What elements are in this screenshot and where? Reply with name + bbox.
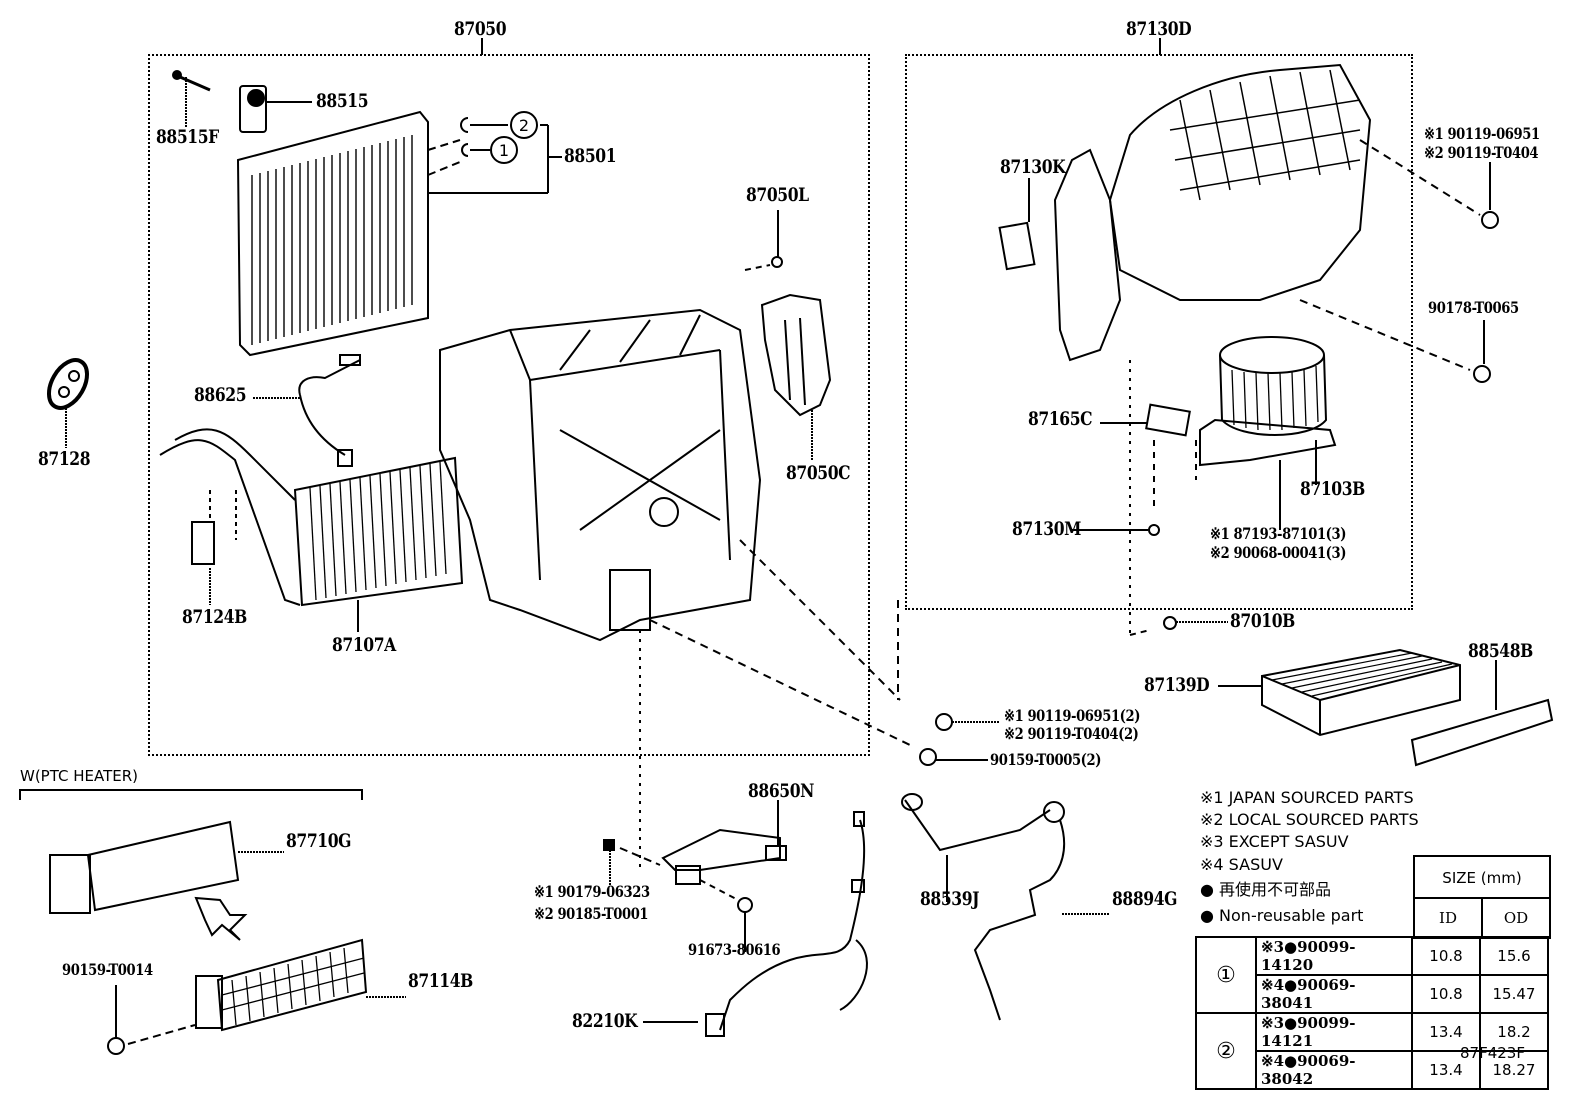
table-row: ① ※3●90099-14120 10.8 15.6 bbox=[1195, 936, 1549, 1014]
heater-core-drawing bbox=[159, 428, 464, 632]
callout-top-right-screw-1[interactable]: ※1 90119-06951 bbox=[1424, 124, 1540, 143]
part-label-87103B[interactable]: 87103B bbox=[1300, 478, 1365, 500]
part-label-88894G[interactable]: 88894G bbox=[1112, 888, 1178, 910]
part-label-88515F[interactable]: 88515F bbox=[156, 126, 219, 148]
ptc-heater-drawing bbox=[49, 820, 406, 1055]
legend-note-5: ● 再使用不可部品 bbox=[1200, 880, 1332, 899]
water-hose-drawing bbox=[901, 793, 1110, 1021]
size-table-header: SIZE (mm) ID OD bbox=[1413, 855, 1551, 939]
part-label-88539J[interactable]: 88539J bbox=[920, 888, 980, 910]
blower-motor-drawing bbox=[1199, 336, 1337, 530]
part-cell[interactable]: ※3●90099-14121 bbox=[1255, 1012, 1413, 1052]
part-label-88515[interactable]: 88515 bbox=[316, 90, 369, 112]
group-label-ptc-heater: W(PTC HEATER) bbox=[20, 767, 139, 785]
part-label-88625[interactable]: 88625 bbox=[194, 384, 247, 406]
part-label-87130K[interactable]: 87130K bbox=[1000, 156, 1066, 178]
legend-note-2: ※2 LOCAL SOURCED PARTS bbox=[1200, 810, 1419, 829]
size-col-od: OD bbox=[1503, 909, 1529, 927]
part-cell[interactable]: ※4●90069-38042 bbox=[1255, 1050, 1413, 1090]
callout-clip-2[interactable]: ※2 90185-T0001 bbox=[534, 904, 649, 923]
table-row: ② ※3●90099-14121 13.4 18.2 bbox=[1195, 1012, 1549, 1090]
group-label-main-unit[interactable]: 87050 bbox=[454, 18, 507, 40]
part-label-87124B[interactable]: 87124B bbox=[182, 606, 247, 628]
part-cell[interactable]: ※3●90099-14120 bbox=[1255, 936, 1413, 976]
callout-case-screw-2[interactable]: ※2 90119-T0404(2) bbox=[1004, 724, 1139, 743]
expansion-valve-drawing bbox=[172, 70, 312, 133]
od-cell: 15.6 bbox=[1479, 936, 1549, 976]
part-label-88501[interactable]: 88501 bbox=[564, 145, 617, 167]
callout-blower-screw-2[interactable]: ※2 90068-00041(3) bbox=[1210, 543, 1347, 562]
id-cell: 10.8 bbox=[1411, 974, 1481, 1014]
main-unit-group-box bbox=[148, 54, 870, 756]
part-label-87050L[interactable]: 87050L bbox=[746, 184, 809, 206]
part-label-87107A[interactable]: 87107A bbox=[332, 634, 396, 656]
legend-note-3: ※3 EXCEPT SASUV bbox=[1200, 832, 1349, 851]
callout-clip-1[interactable]: ※1 90179-06323 bbox=[534, 882, 650, 901]
ac-amplifier-drawing bbox=[603, 800, 787, 952]
legend-note-1: ※1 JAPAN SOURCED PARTS bbox=[1200, 788, 1414, 807]
legend-note-4: ※4 SASUV bbox=[1200, 855, 1283, 874]
od-cell: 18.27 bbox=[1479, 1050, 1549, 1090]
size-col-id: ID bbox=[1439, 909, 1457, 927]
blower-resistor-drawing bbox=[1070, 360, 1228, 636]
id-cell: 10.8 bbox=[1411, 936, 1481, 976]
callout-blower-screw-1[interactable]: ※1 87193-87101(3) bbox=[1210, 524, 1347, 543]
size-header-label: SIZE (mm) bbox=[1442, 869, 1522, 887]
part-label-87130M[interactable]: 87130M bbox=[1012, 518, 1081, 540]
hvac-case-drawing bbox=[439, 308, 911, 870]
part-label-90159-T0014[interactable]: 90159-T0014 bbox=[62, 960, 153, 979]
part-label-90178-T0065[interactable]: 90178-T0065 bbox=[1428, 298, 1519, 317]
case-screws-drawing bbox=[897, 600, 1000, 766]
callout-top-right-screw-2[interactable]: ※2 90119-T0404 bbox=[1424, 143, 1539, 162]
od-cell: 18.2 bbox=[1479, 1012, 1549, 1052]
thermistor-drawing bbox=[253, 354, 361, 467]
o-ring-size-table: ① ※3●90099-14120 10.8 15.6 ※4●90069-3804… bbox=[1195, 936, 1549, 1090]
part-label-87128[interactable]: 87128 bbox=[38, 448, 91, 470]
table-row: ※4●90069-38041 10.8 15.47 bbox=[1196, 974, 1549, 1014]
table-row: ※4●90069-38042 13.4 18.27 bbox=[1196, 1050, 1549, 1090]
figure-id: 87F423F bbox=[1460, 1044, 1525, 1062]
marker-1: 1 bbox=[499, 141, 509, 160]
ptc-heater-bracket bbox=[19, 789, 363, 800]
part-label-87010B[interactable]: 87010B bbox=[1230, 610, 1295, 632]
evaporator-drawing bbox=[236, 110, 562, 357]
grommet-drawing bbox=[47, 358, 89, 448]
group-label-blower-unit[interactable]: 87130D bbox=[1126, 18, 1192, 40]
od-cell: 15.47 bbox=[1479, 974, 1549, 1014]
callout-case-screw-1[interactable]: ※1 90119-06951(2) bbox=[1004, 706, 1141, 725]
id-cell: 13.4 bbox=[1411, 1012, 1481, 1052]
part-label-87139D[interactable]: 87139D bbox=[1144, 674, 1210, 696]
part-cell[interactable]: ※4●90069-38041 bbox=[1255, 974, 1413, 1014]
part-label-90159-T0005[interactable]: 90159-T0005(2) bbox=[990, 750, 1102, 769]
part-label-82210K[interactable]: 82210K bbox=[572, 1010, 638, 1032]
part-label-91673-80616[interactable]: 91673-80616 bbox=[688, 940, 781, 959]
marker-2: 2 bbox=[519, 116, 529, 135]
marker-cell-2: ② bbox=[1195, 1012, 1257, 1090]
marker-cell-1: ① bbox=[1195, 936, 1257, 1014]
air-filter-drawing bbox=[1218, 648, 1554, 767]
blower-unit-group-box bbox=[905, 54, 1413, 610]
id-cell: 13.4 bbox=[1411, 1050, 1481, 1090]
part-label-87050C[interactable]: 87050C bbox=[786, 462, 851, 484]
wire-harness-drawing bbox=[643, 811, 868, 1037]
blower-case-drawing bbox=[998, 63, 1499, 383]
part-label-87165C[interactable]: 87165C bbox=[1028, 408, 1093, 430]
actuator-drawing bbox=[744, 210, 832, 460]
legend-note-6: ● Non-reusable part bbox=[1200, 906, 1364, 925]
part-label-88548B[interactable]: 88548B bbox=[1468, 640, 1533, 662]
part-label-88650N[interactable]: 88650N bbox=[748, 780, 814, 802]
part-label-87710G[interactable]: 87710G bbox=[286, 830, 352, 852]
part-label-87114B[interactable]: 87114B bbox=[408, 970, 473, 992]
